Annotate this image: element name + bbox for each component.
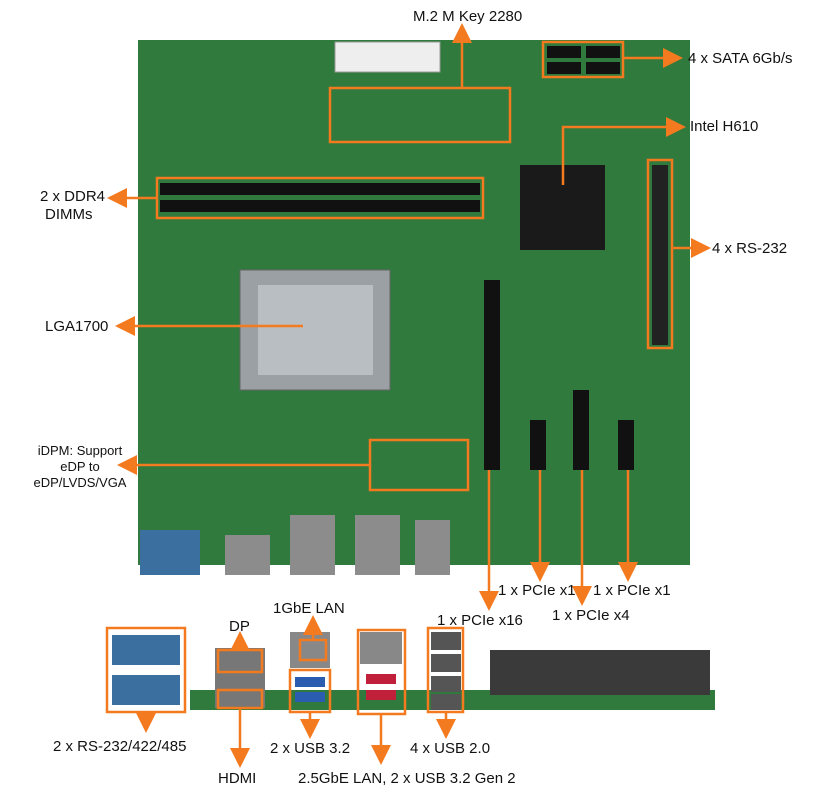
- label-chipset: Intel H610: [690, 118, 759, 135]
- atx-power-connector: [334, 41, 441, 73]
- rear-dp-hdmi: [215, 648, 265, 708]
- dimm-slots: [160, 183, 480, 212]
- label-lan-25g: 2.5GbE LAN, 2 x USB 3.2 Gen 2: [298, 770, 516, 787]
- rear-com-ports: [112, 635, 180, 705]
- board-pcb: [138, 40, 690, 565]
- label-usb32: 2 x USB 3.2: [270, 740, 351, 757]
- rear-board-components: [490, 650, 710, 695]
- label-dp: DP: [229, 618, 250, 635]
- rear-usb32-ports: [295, 677, 325, 702]
- com-port-top: [140, 530, 200, 575]
- label-pcie-x4: 1 x PCIe x4: [552, 607, 630, 624]
- label-hdmi: HDMI: [218, 770, 257, 787]
- io-ports-top: [225, 515, 450, 575]
- label-idpm-line1: iDPM: Support: [37, 443, 123, 458]
- label-pcie-x1-a: 1 x PCIe x1: [498, 582, 576, 599]
- label-idpm-line2: eDP to: [60, 459, 100, 474]
- rs232-headers: [652, 165, 668, 345]
- label-ddr4-line1: 2 x DDR4: [40, 188, 106, 205]
- pcie-x1-slot-b: [618, 420, 634, 470]
- sata-ports: [547, 46, 620, 74]
- pcie-x16-slot: [484, 280, 500, 470]
- label-com-rear: 2 x RS-232/422/485: [53, 738, 187, 755]
- pcie-x4-slot: [573, 390, 589, 470]
- label-lan-1g: 1GbE LAN: [273, 600, 345, 617]
- label-pcie-x16: 1 x PCIe x16: [437, 612, 523, 629]
- label-ddr4-line2: DIMMs: [45, 206, 93, 223]
- label-usb20: 4 x USB 2.0: [410, 740, 491, 757]
- rear-usb32-gen2-ports: [366, 674, 396, 700]
- rear-lan-25g: [360, 632, 402, 664]
- label-socket: LGA1700: [45, 318, 109, 335]
- rear-usb20-ports: [431, 632, 461, 710]
- label-idpm-line3: eDP/LVDS/VGA: [33, 475, 127, 490]
- label-pcie-x1-b: 1 x PCIe x1: [593, 582, 671, 599]
- cpu-socket-lid: [258, 285, 373, 375]
- label-rs232: 4 x RS-232: [712, 240, 788, 257]
- pcie-x1-slot-a: [530, 420, 546, 470]
- rear-lan-1g: [290, 632, 330, 668]
- callout-lines: [105, 23, 711, 768]
- label-sata: 4 x SATA 6Gb/s: [688, 50, 793, 67]
- label-m2: M.2 M Key 2280: [413, 8, 523, 25]
